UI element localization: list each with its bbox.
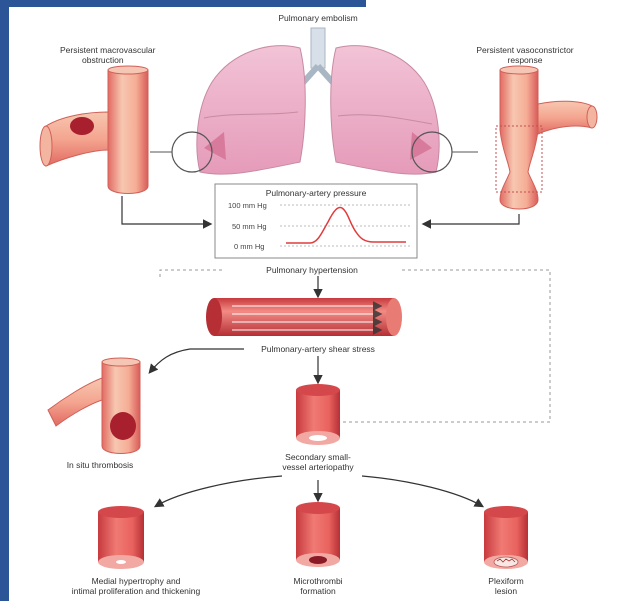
clot xyxy=(70,117,94,135)
medial-hypertrophy-cylinder xyxy=(98,506,144,569)
thrombosis-label: In situ thrombosis xyxy=(50,460,150,470)
right-lung xyxy=(331,46,439,175)
hypertension-label: Pulmonary hypertension xyxy=(222,265,402,275)
left-top-label: Persistent macrovascular obstruction xyxy=(46,45,206,65)
pressure-title: Pulmonary-artery pressure xyxy=(215,188,417,198)
diagram-title: Pulmonary embolism xyxy=(250,13,386,23)
p100-label: 100 mm Hg xyxy=(228,201,267,210)
plexiform-label: Plexiform lesion xyxy=(468,576,544,596)
shear-stress-tube xyxy=(206,298,402,336)
thrombus xyxy=(110,412,136,440)
microthrombi-cylinder xyxy=(296,502,340,567)
small-vessel-cylinder xyxy=(296,384,340,445)
thrombosis-vessel xyxy=(48,358,140,454)
microthrombi-label: Microthrombi formation xyxy=(270,576,366,596)
plexiform-cylinder xyxy=(484,506,528,569)
right-constricted-vessel xyxy=(496,66,597,209)
p50-label: 50 mm Hg xyxy=(232,222,267,231)
shear-stress-label: Pulmonary-artery shear stress xyxy=(236,344,400,354)
secondary-arteriopathy-label: Secondary small- vessel arteriopathy xyxy=(262,452,374,472)
medial-hypertrophy-label: Medial hypertrophy and intimal prolifera… xyxy=(56,576,216,596)
p0-label: 0 mm Hg xyxy=(234,242,264,251)
left-lung xyxy=(197,46,305,175)
left-obstructed-vessel xyxy=(40,66,148,194)
right-top-label: Persistent vasoconstrictor response xyxy=(440,45,610,65)
